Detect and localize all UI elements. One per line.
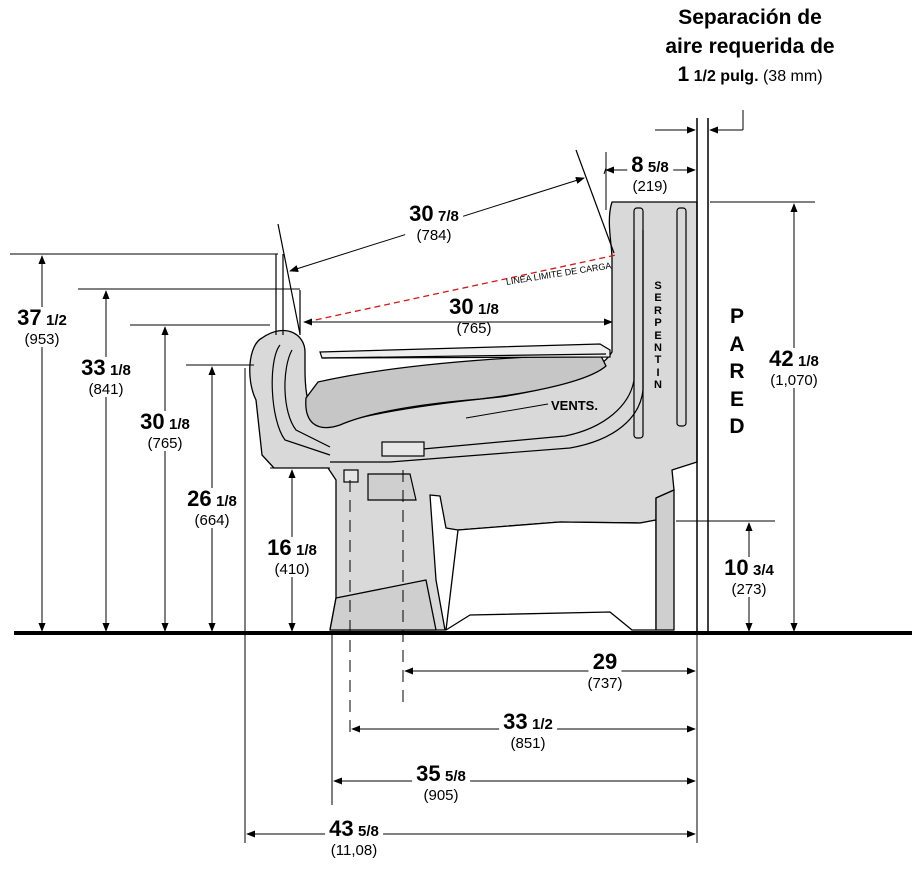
- clearance-value: 1 1/2 pulg. (38 mm): [600, 63, 900, 87]
- wall-letter: A: [729, 332, 745, 356]
- clearance-mm: (38 mm): [762, 68, 823, 85]
- vents-leader: [465, 403, 549, 419]
- clearance-title-line2: aire requerida de: [665, 35, 835, 58]
- coil-letter: E: [654, 292, 662, 305]
- vents-label: VENTS.: [551, 398, 598, 413]
- dim-height-26: 26 1/8 (664): [183, 488, 241, 528]
- display-case-body: [249, 201, 698, 631]
- coil-letter: P: [654, 317, 662, 330]
- wall-letter: D: [729, 415, 745, 438]
- coil-channels: [271, 207, 687, 463]
- coil-letter: R: [654, 304, 662, 317]
- coil-label: S E R P E N T I N: [651, 280, 665, 392]
- wall-letter: P: [729, 305, 744, 328]
- coil-letter: N: [654, 342, 662, 355]
- coil-letter: I: [656, 366, 660, 379]
- dim-width-35: 35 5/8 (905): [412, 763, 470, 803]
- wall: [696, 118, 709, 635]
- dim-height-42: 42 1/8 (1,070): [765, 348, 823, 388]
- dim-width-33: 33 1/2 (851): [499, 711, 557, 751]
- coil-letter: N: [654, 379, 662, 392]
- coil-letter: S: [654, 280, 662, 292]
- dim-inner-30: 30 1/8 (765): [445, 296, 503, 336]
- clearance-whole: 1: [677, 63, 690, 86]
- clearance-title-line1: Separación de: [678, 6, 822, 29]
- glass-lines: [275, 149, 615, 335]
- top-glass: [319, 343, 611, 501]
- dim-top-8: 8 5/8 (219): [627, 154, 673, 194]
- clearance-fraction: 1/2 pulg.: [693, 68, 759, 85]
- dim-height-16: 16 1/8 (410): [263, 537, 321, 577]
- dim-width-29: 29 (737): [587, 649, 623, 692]
- dim-width-43: 43 5/8 (11,08): [325, 818, 383, 858]
- dim-height-30: 30 1/8 (765): [136, 411, 194, 451]
- coil-letter: T: [654, 354, 662, 367]
- dim-height-33: 33 1/8 (841): [77, 357, 135, 397]
- wall-letter: R: [729, 360, 745, 383]
- wall-label: P A R E D: [725, 303, 749, 441]
- dim-height-37: 37 1/2 (953): [13, 307, 71, 347]
- coil-letter: E: [654, 329, 662, 342]
- dim-top-slant: 30 7/8 (784): [405, 203, 463, 243]
- dim-height-10: 10 3/4 (273): [720, 557, 778, 597]
- wall-letter: E: [729, 387, 744, 411]
